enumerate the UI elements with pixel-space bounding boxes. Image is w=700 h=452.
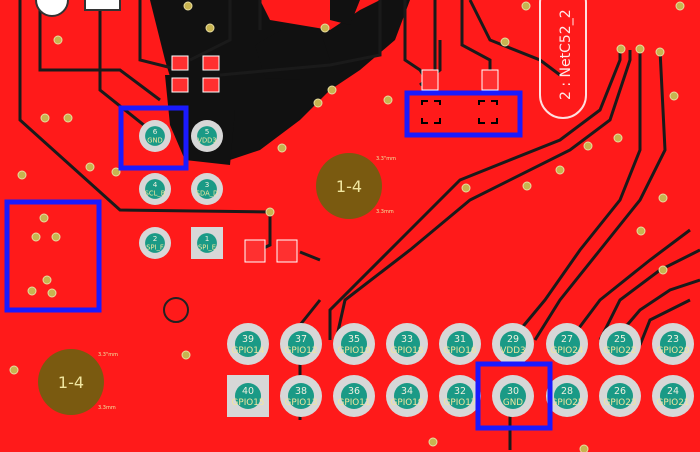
pin-name: VDD3 — [197, 137, 216, 145]
pin-name: GPIO23 — [604, 398, 637, 408]
mounting-hole-label: 1-4 — [58, 373, 84, 392]
pin-name: GPIO21 — [657, 398, 690, 408]
pin-number: 38 — [295, 386, 307, 397]
mounting-hole-annotation: 3.3mm — [376, 209, 394, 215]
pin-name: GPIO16 — [444, 346, 477, 356]
net-label-text: 2 : NetC52_2 — [558, 9, 574, 100]
pin-name: GPIO17 — [444, 398, 477, 408]
pin-name: GPIO19 — [391, 398, 424, 408]
pin-name: SDA_D — [196, 190, 218, 198]
mounting-hole-1[interactable]: 1-4 3.3"mm 3.3mm — [316, 153, 396, 219]
mounting-hole-2[interactable]: 1-4 3.3"mm 3.3mm — [38, 349, 118, 415]
pin-number: 23 — [667, 334, 679, 345]
pin-number: 4 — [153, 180, 158, 189]
gnd-pin-highlight[interactable] — [118, 105, 189, 171]
via-cluster-highlight[interactable] — [4, 199, 102, 313]
pin-name: GPIO22 — [604, 346, 637, 356]
pin-name: GPIO18 — [391, 346, 424, 356]
pin-name: GND — [503, 398, 523, 408]
pcb-traces — [18, 0, 700, 450]
pin-number: 3 — [205, 180, 210, 189]
gnd-pin-30-highlight[interactable] — [475, 361, 553, 431]
unplated-hole — [163, 297, 189, 323]
pin-number: 29 — [507, 334, 519, 345]
pin-number: 40 — [242, 386, 254, 397]
pin-name: GND — [147, 137, 162, 145]
pin-name: GPIO14 — [232, 346, 265, 356]
pin-name: SCL_B — [145, 190, 166, 198]
net-label-component: 2 : NetC52_2 — [539, 0, 587, 119]
pin-number: 2 — [153, 234, 158, 243]
pin-name: SPI_F — [146, 244, 164, 252]
pin-number: 34 — [401, 386, 413, 397]
pin-number: 35 — [348, 334, 360, 345]
mounting-hole-label: 1-4 — [336, 177, 362, 196]
pin-number: 5 — [205, 127, 210, 136]
pin-number: 30 — [507, 386, 519, 397]
via-grid — [9, 1, 685, 452]
pin-name: GPIO13 — [285, 398, 318, 408]
pin-number: 39 — [242, 334, 254, 345]
pin-number: 6 — [153, 127, 158, 136]
pin-number: 32 — [454, 386, 466, 397]
pin-number: 31 — [454, 334, 466, 345]
pin-number: 27 — [561, 334, 573, 345]
copper-pour-regions — [150, 0, 410, 165]
pin-number: 36 — [348, 386, 360, 397]
pin-name: GPIO12 — [285, 346, 318, 356]
pin-name: GPIO25 — [551, 398, 584, 408]
mounting-hole-annotation: 3.3mm — [98, 405, 116, 411]
mounting-hole-annotation: 3.3"mm — [98, 352, 118, 358]
pin-number: 37 — [295, 334, 307, 345]
pin-name: GPIO10 — [338, 346, 371, 356]
pin-name: GPIO20 — [657, 346, 690, 356]
pin-number: 24 — [667, 386, 679, 397]
pin-number: 1 — [205, 234, 210, 243]
mounting-hole-annotation: 3.3"mm — [376, 156, 396, 162]
partial-component-top-left — [35, 0, 121, 17]
pin-number: 25 — [614, 334, 626, 345]
pin-name: VDD3 — [500, 346, 525, 356]
pin-number: 26 — [614, 386, 626, 397]
pin-name: SPI_E — [198, 244, 216, 252]
pin-number: 33 — [401, 334, 413, 345]
pin-name: GPIO15 — [232, 398, 265, 408]
pin-number: 28 — [561, 386, 573, 397]
smd-pads — [171, 55, 499, 263]
smd-footprint-highlight[interactable] — [404, 90, 523, 138]
pin-name: GPIO11 — [338, 398, 371, 408]
pin-name: GPIO24 — [551, 346, 584, 356]
